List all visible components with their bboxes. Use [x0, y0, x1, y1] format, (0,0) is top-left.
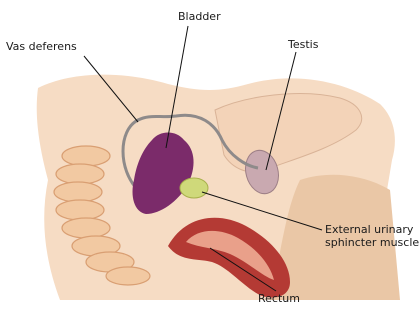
label-sphincter: External urinary sphincter muscle: [325, 223, 419, 249]
label-rectum: Rectum: [258, 292, 300, 305]
sphincter-organ: [180, 178, 208, 198]
label-vas-deferens: Vas deferens: [6, 40, 77, 53]
label-sphincter-line1: External urinary: [325, 223, 419, 236]
label-testis: Testis: [288, 38, 318, 51]
label-sphincter-line2: sphincter muscle: [325, 236, 419, 249]
label-bladder: Bladder: [178, 10, 221, 23]
